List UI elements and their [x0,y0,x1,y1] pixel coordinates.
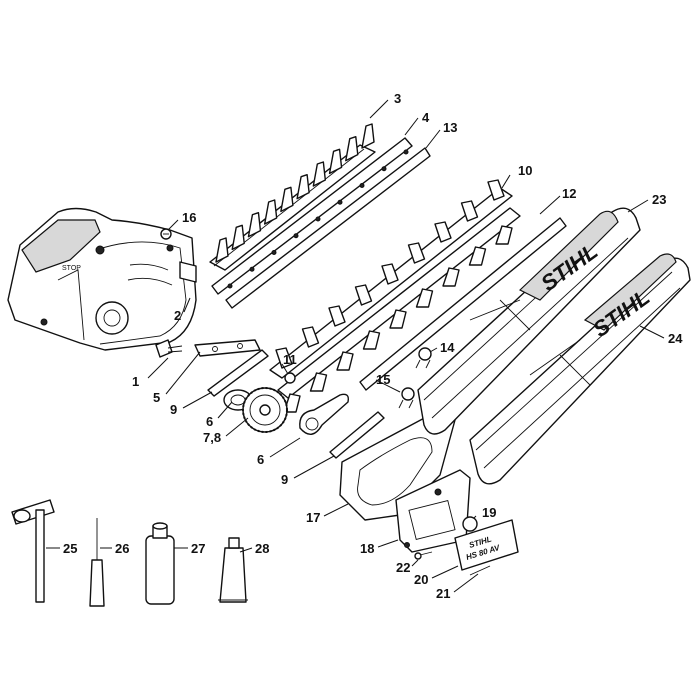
callout-23: 23 [652,192,666,207]
blade-3-tooth [361,123,375,149]
callout-5: 5 [153,390,160,405]
blade-10-lower-tooth [336,351,354,371]
blade-3-tooth [280,186,294,213]
bar-rivet-hole [293,233,299,239]
blade-10-upper-tooth [487,179,505,201]
callout-13: 13 [443,120,457,135]
bar-rivet-hole [381,166,387,172]
bar-rivet-hole [337,199,343,205]
blade-10-upper-tooth [460,200,479,222]
blade-10-lower-tooth [468,246,487,266]
callout-11: 11 [283,352,297,367]
blade-10-upper-tooth [407,242,426,264]
part-1-screw [155,339,183,358]
callout-24: 24 [668,331,683,346]
gearbox-housing: STOP [7,207,197,351]
callout-6a: 6 [206,414,213,429]
callout-6b: 6 [257,452,264,467]
part-3-upper-cutter-blade [209,123,376,271]
bar-rivet-hole [403,149,409,155]
leader-lines [46,99,665,593]
bar-rivet-hole [315,216,321,222]
part-27-oil-bottle [145,522,175,605]
blade-3-tooth [215,237,229,263]
blade-10-upper-tooth [381,263,399,285]
callout-17: 17 [306,510,320,525]
blade-10-lower-tooth [309,372,328,392]
blade-10-upper-tooth [328,305,346,327]
bar-rivet-hole [249,266,255,272]
callout-26: 26 [115,541,129,556]
blade-3-tooth [312,161,327,187]
blade-10-upper-tooth [275,347,293,369]
callout-12: 12 [562,186,576,201]
part-9-link-plate [207,349,269,397]
blade-10-upper-tooth [434,221,452,243]
callout-16: 16 [182,210,196,225]
part-21-pin [469,565,491,576]
callout-15: 15 [376,372,390,387]
callout-28: 28 [255,541,269,556]
callout-21: 21 [436,586,450,601]
blade-3-tooth [231,224,245,251]
blade-3-tooth [328,148,343,175]
part-19-plug [462,516,478,532]
part-22-screw [414,551,433,560]
blade-10-lower-tooth [362,330,381,350]
callout-22: 22 [396,560,410,575]
callout-9b: 9 [281,472,288,487]
bar-rivet-hole [227,283,233,289]
bar-rivet-hole [359,183,365,188]
part-25-combination-wrench [11,499,55,603]
blade-10-lower-tooth [415,288,434,308]
blade-3-tooth [345,135,359,162]
callout-2: 2 [174,308,181,323]
blade-10-lower-tooth [442,267,460,287]
callout-7-8: 7,8 [203,430,221,445]
part-12-guide-bar [359,217,567,391]
callout-1: 1 [132,374,139,389]
callout-19: 19 [482,505,496,520]
part-7-8-gear [242,387,288,433]
gearbox-stop-text: STOP [62,265,81,272]
callout-3: 3 [394,91,401,106]
bar-rivet-hole [271,250,277,255]
callout-10: 10 [518,163,532,178]
blade-10-upper-tooth [301,326,320,348]
part-23-blade-guard: STIHL [417,207,641,435]
callout-14: 14 [440,340,455,355]
part-5-connector-plate [194,339,261,357]
part-13-spacer-bar [225,147,431,309]
part-20-model-decal: STIHL HS 80 AV [454,519,519,571]
callout-9a: 9 [170,402,177,417]
part-15-screw [398,387,415,409]
blade-10-upper-tooth [354,284,373,306]
callout-27: 27 [191,541,205,556]
callout-labels: 1 2 3 4 5 6 6 7,8 9 9 10 11 12 13 14 15 … [63,91,683,601]
blade-10-lower-tooth [389,309,407,329]
part-11-pin [284,372,296,384]
callout-25: 25 [63,541,77,556]
part-4-spacer-bar [211,137,413,295]
part-14-screw [415,347,432,369]
blade-3-tooth [296,173,310,200]
blade-10-lower-tooth [495,225,513,245]
part-10-lower-cutter-blade [269,179,521,413]
blade-3-tooth [247,211,262,238]
blade-3-tooth [263,199,278,225]
part-16-screw [160,228,172,240]
callout-20: 20 [414,572,428,587]
part-28-grease-tube [218,537,248,603]
callout-4: 4 [422,110,430,125]
rivet-holes-top [227,149,409,289]
callout-18: 18 [360,541,374,556]
part-26-screwdriver [89,518,105,607]
part-6b-crank-link [299,393,350,435]
